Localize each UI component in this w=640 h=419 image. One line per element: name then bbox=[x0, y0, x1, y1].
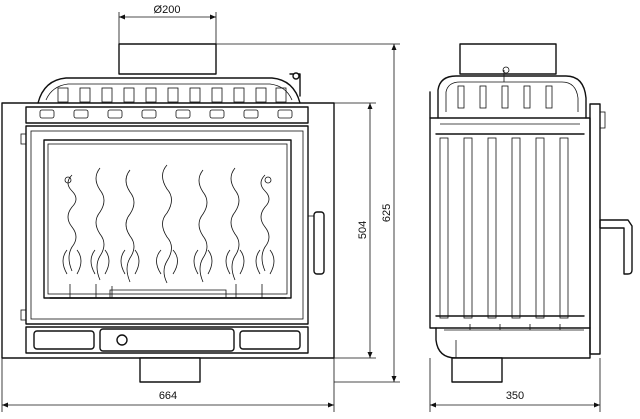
side-flue-collar bbox=[459, 43, 557, 75]
side-ribs bbox=[435, 123, 585, 319]
flame-pattern bbox=[62, 164, 275, 284]
depth-label: 350 bbox=[506, 390, 524, 402]
flue-collar bbox=[118, 43, 217, 75]
air-intake bbox=[139, 357, 201, 383]
overall-width-label: 664 bbox=[159, 390, 177, 402]
side-body bbox=[429, 117, 591, 329]
side-dome bbox=[437, 75, 587, 119]
overall-height-label: 625 bbox=[381, 204, 393, 222]
dim-flue-diameter bbox=[118, 12, 217, 44]
damper-strip bbox=[25, 106, 309, 124]
top-fins bbox=[57, 87, 287, 103]
side-handle bbox=[599, 219, 633, 275]
air-knob bbox=[116, 334, 128, 346]
door-height-label: 504 bbox=[357, 221, 369, 239]
door bbox=[25, 125, 309, 325]
dim-depth bbox=[429, 358, 601, 412]
dim-overall-height bbox=[216, 43, 400, 383]
side-base bbox=[435, 327, 591, 359]
ash-drawer bbox=[25, 326, 309, 354]
side-view bbox=[429, 43, 633, 383]
side-air-intake bbox=[451, 357, 503, 383]
grate bbox=[49, 284, 287, 299]
front-view bbox=[1, 43, 335, 383]
dim-overall-width bbox=[1, 358, 335, 412]
flue-diameter-label: Ø200 bbox=[154, 4, 181, 16]
dim-door-height bbox=[334, 102, 376, 359]
side-front-plate bbox=[589, 103, 601, 355]
door-handle bbox=[313, 211, 325, 275]
door-glass bbox=[43, 139, 292, 299]
outer-frame bbox=[1, 102, 335, 359]
top-dome bbox=[37, 77, 301, 104]
